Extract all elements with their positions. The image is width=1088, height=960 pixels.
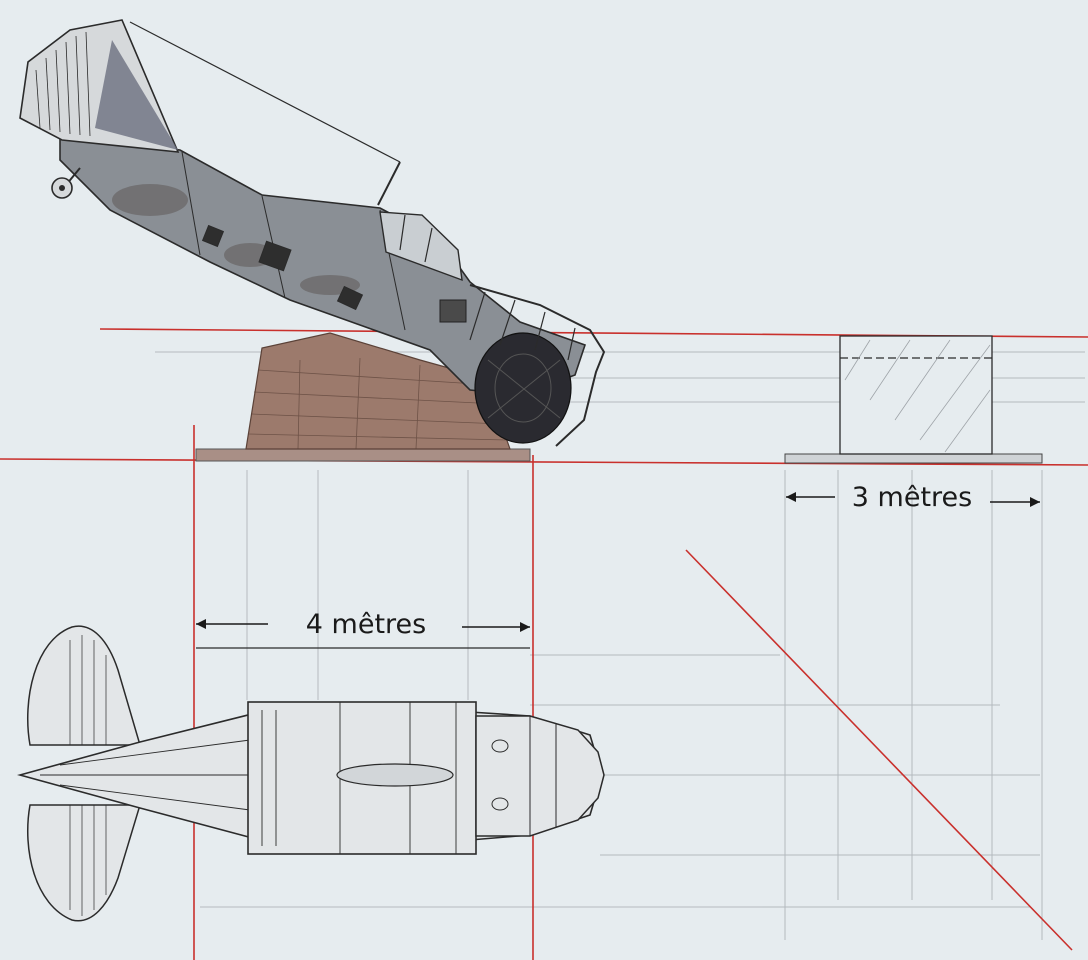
- height-dimension-label: 3 mêtres: [852, 482, 972, 513]
- length-dimension-label: 4 mêtres: [306, 609, 426, 640]
- projection-guides: [155, 351, 1085, 940]
- tailplane-upper: [27, 625, 142, 746]
- cockpit-plan: [336, 763, 454, 787]
- front-view-outline: [784, 335, 1043, 464]
- antenna-wire: [129, 21, 401, 163]
- aircraft-plan-view: [16, 625, 605, 922]
- tail-camouflage: [95, 40, 178, 150]
- dimension-length: 4 mêtres: [196, 609, 530, 649]
- tail-wheel: [51, 167, 81, 199]
- tailplane-lower: [27, 804, 142, 922]
- monument-side-view: [19, 19, 606, 462]
- stone-plinth: [245, 332, 511, 450]
- plinth-brick-courses: [247, 357, 508, 450]
- cockpit-canopy: [379, 211, 463, 282]
- tailplane-hatching: [69, 635, 107, 916]
- plinth-base-slab: [195, 448, 531, 462]
- dimension-height: 3 mêtres: [786, 482, 1040, 513]
- radio-mast: [377, 161, 401, 206]
- engine-cowling-frame: [469, 284, 606, 447]
- fuselage-panels: [181, 151, 406, 331]
- exhaust-stack: [439, 299, 467, 323]
- rudder-hatching: [35, 31, 91, 137]
